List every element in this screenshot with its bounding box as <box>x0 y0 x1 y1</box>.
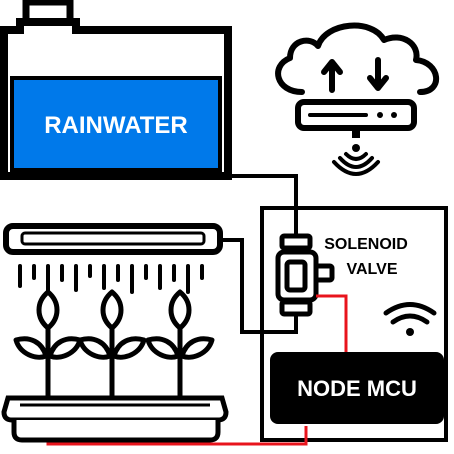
wifi-signal-icon <box>332 144 380 176</box>
planter-rim <box>1 395 229 423</box>
valve-inner <box>284 259 308 293</box>
node-mcu-board <box>270 352 444 424</box>
rainwater-tank: RAINWATER <box>0 0 232 180</box>
wifi-arc-middle <box>390 313 430 325</box>
node-mcu-label: NODE MCU <box>297 376 417 401</box>
valve-bottom-flange <box>279 299 313 317</box>
sprinkler-icon <box>3 223 242 294</box>
tank-water <box>10 76 222 172</box>
tank-label: RAINWATER <box>44 112 188 139</box>
valve-label-line2: VALVE <box>347 261 398 278</box>
wifi-arc-outer <box>383 302 437 316</box>
control-enclosure <box>260 206 448 442</box>
cloud-arrow-up <box>321 59 343 93</box>
water-pipe <box>228 174 298 236</box>
solenoid-valve-icon <box>275 233 335 317</box>
valve-top-flange <box>279 233 313 251</box>
cloud-outline <box>275 22 440 95</box>
wifi-dot <box>406 328 414 336</box>
node-mcu: NODE MCU <box>270 352 444 424</box>
router-led-2 <box>391 112 397 118</box>
planter-base <box>11 420 221 443</box>
signal-dot <box>352 144 360 152</box>
signal-arc-3 <box>332 160 380 176</box>
planter-bed <box>1 395 229 443</box>
router-stand <box>352 128 360 138</box>
cloud-sync-icon <box>275 22 440 95</box>
signal-arc-2 <box>338 156 374 169</box>
router-led-1 <box>377 112 383 118</box>
valve-label-line1: SOLENOID <box>324 236 408 253</box>
wire-valve-to-mcu <box>316 294 348 354</box>
signal-arc-1 <box>344 152 368 161</box>
sprinkler-bar-inner <box>20 231 206 246</box>
water-drops <box>18 264 204 294</box>
router-icon <box>295 99 417 138</box>
plant-icon-2 <box>77 289 147 396</box>
plant-icon-3 <box>145 289 215 396</box>
cloud-arrow-down <box>367 57 389 91</box>
valve-side-port <box>313 263 335 283</box>
plant-icon-1 <box>13 289 83 396</box>
wifi-icon <box>383 302 437 336</box>
